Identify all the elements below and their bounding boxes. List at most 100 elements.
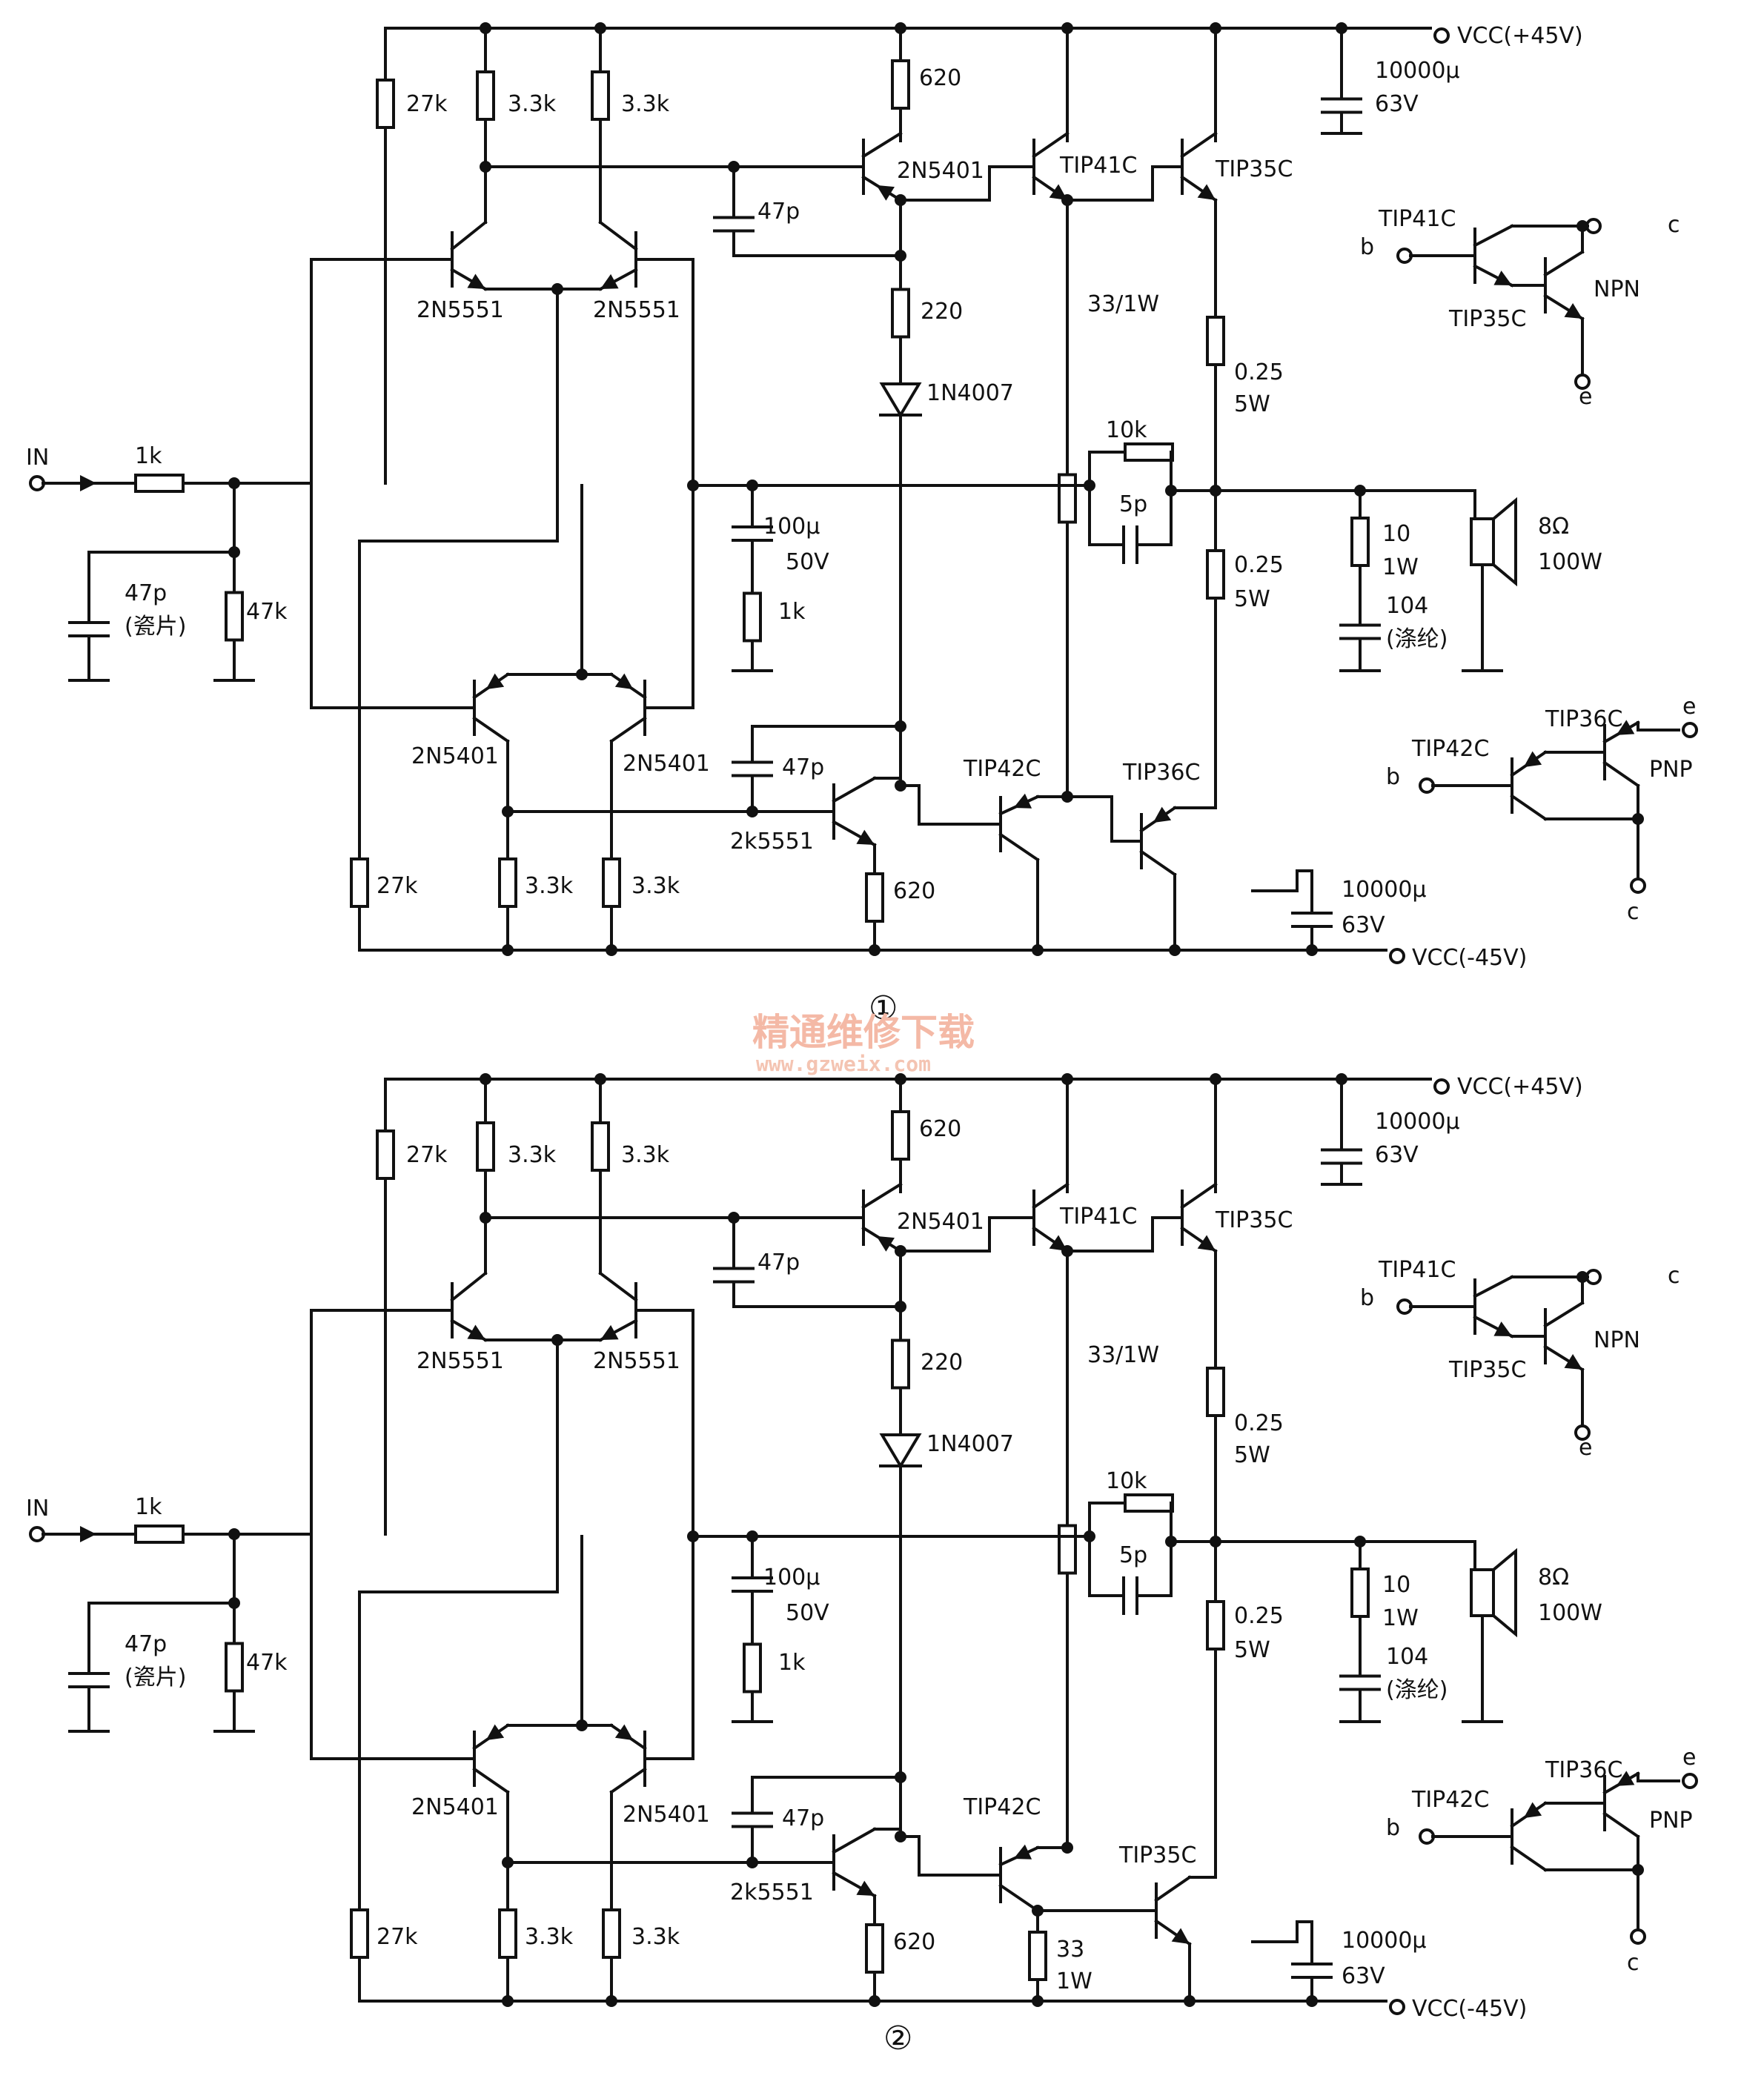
pnp-collector-terminal [1630,1928,1646,1945]
junction-dot [687,1530,699,1542]
junction-dot [1061,1073,1073,1085]
resistor-3.3k-bottom-b [602,857,621,908]
npn-q1-label: TIP41C [1378,1257,1456,1283]
wire [634,258,694,709]
pnp-collector-label: c [1627,1950,1639,1976]
capacitor-10000u-top-label: 10000μ [1375,58,1460,84]
transistor-2n5401-bottom-b-collector [609,716,647,743]
input-capacitor-label: 47p [125,1631,167,1657]
vcc-positive-terminal [1433,1078,1450,1095]
transistor-2n5401-bottom-a-collector [472,1767,510,1794]
transistor-2n5401-bottom-b-label: 2N5401 [623,751,710,777]
resistor-3.3k-top-a-label: 3.3k [508,1142,557,1168]
input-capacitor-type-label: (瓷片) [125,1665,186,1691]
npn-base-label: b [1360,1285,1374,1311]
resistor-27k-top-label: 27k [406,1142,448,1168]
diode-1n4007-label: 1N4007 [926,1431,1014,1457]
resistor-620-bottom-label: 620 [893,1929,935,1955]
resistor-620-top-label: 620 [919,1116,961,1142]
wire [751,725,902,757]
emitter-arrow [614,1724,638,1748]
capacitor-miller-bottom-label: 47p [782,754,824,780]
speaker [1491,497,1517,587]
junction-dot [895,22,906,34]
speaker [1491,1547,1517,1638]
npn-emitter-label: e [1579,384,1592,410]
resistor-27k-bottom-label: 27k [377,873,418,899]
resistor-620-top [891,59,910,110]
vcc-positive-terminal [1433,27,1450,44]
watermark-url: www.gzweix.com [756,1052,931,1076]
transistor-tip41c-label: TIP41C [1059,1204,1137,1230]
resistor-emitter-bottom [1206,1600,1225,1651]
wire [1637,721,1680,732]
wire [1173,666,1217,809]
pnp-type-label: PNP [1649,757,1693,783]
wire [358,1338,559,1868]
transistor-tip42c-label: TIP42C [963,756,1041,782]
resistor-1k-feedback-ground-label: 1k [778,599,806,625]
npn-type-label: NPN [1594,1327,1640,1353]
input-resistor [134,474,185,493]
input-ground-resistor [225,1642,244,1693]
transistor-2n5551-top-a-collector [450,220,488,251]
wire [358,288,559,817]
junction-dot [1032,1995,1044,2007]
input-label: IN [26,445,49,471]
input-ground-resistor-label: 47k [246,599,288,625]
pnp-emitter-terminal [1682,1773,1698,1789]
wire [87,1602,236,1630]
wire [634,1309,694,1760]
npn-emitter-terminal [1574,1424,1591,1441]
resistor-3.3k-top-b [591,70,610,121]
junction-dot [1032,944,1044,956]
capacitor-10000u-top-label: 10000μ [1375,1109,1460,1135]
junction-dot [606,944,617,956]
resistor-feedback-10k [1124,442,1174,462]
inset-npn-q2-collector [1543,1301,1585,1328]
capacitor-100u-voltage: 50V [786,1600,829,1626]
resistor-27k-bottom [350,857,369,908]
npn-q1-label: TIP41C [1378,206,1456,232]
npn-emitter-label: e [1579,1435,1592,1461]
junction-dot [1210,22,1221,34]
resistor-33-1w-label: 33/1W [1087,291,1159,317]
resistor-27k-top [376,79,395,129]
resistor-1k-feedback-ground [743,1642,762,1693]
emitter-arrow [80,1526,96,1542]
resistor-emitter-top-value: 0.25 [1234,359,1284,385]
pnp-q1-label: TIP42C [1411,736,1489,762]
resistor-emitter-bottom-power: 5W [1234,586,1270,612]
junction-dot [480,22,491,34]
npn-type-label: NPN [1594,276,1640,302]
wire [310,258,476,709]
wire [1088,451,1128,487]
input-ground-resistor [225,591,244,642]
resistor-220-bias-label: 220 [921,299,963,325]
npn-q2-label: TIP35C [1448,306,1526,332]
resistor-zobel-label: 10 [1382,521,1410,547]
emitter-arrow [596,1324,619,1347]
resistor-3.3k-bottom-a [498,857,517,908]
resistor-620-bottom [865,1923,884,1974]
vcc-negative-terminal [1389,1999,1405,2015]
figure-number-2: ② [883,2020,912,2057]
junction-dot [606,1995,617,2007]
input-resistor-label: 1k [135,443,162,469]
transistor-2n5401-top-collector [861,131,903,159]
resistor-3.3k-top-b-label: 3.3k [621,1142,670,1168]
wire [1637,1772,1680,1782]
emitter-arrow [596,273,619,296]
speaker-power-label: 100W [1538,1600,1602,1626]
wire [1066,795,1143,843]
resistor-3.3k-bottom-a-label: 3.3k [525,873,574,899]
emitter-arrow [1519,1802,1542,1825]
transistor-tip35c-top-collector [1180,1182,1218,1210]
resistor-27k-bottom [350,1908,369,1959]
emitter-arrow [872,178,895,201]
input-resistor-label: 1k [135,1494,162,1520]
resistor-zobel-power: 1W [1382,554,1419,580]
resistor-33-1w [1058,1524,1077,1575]
